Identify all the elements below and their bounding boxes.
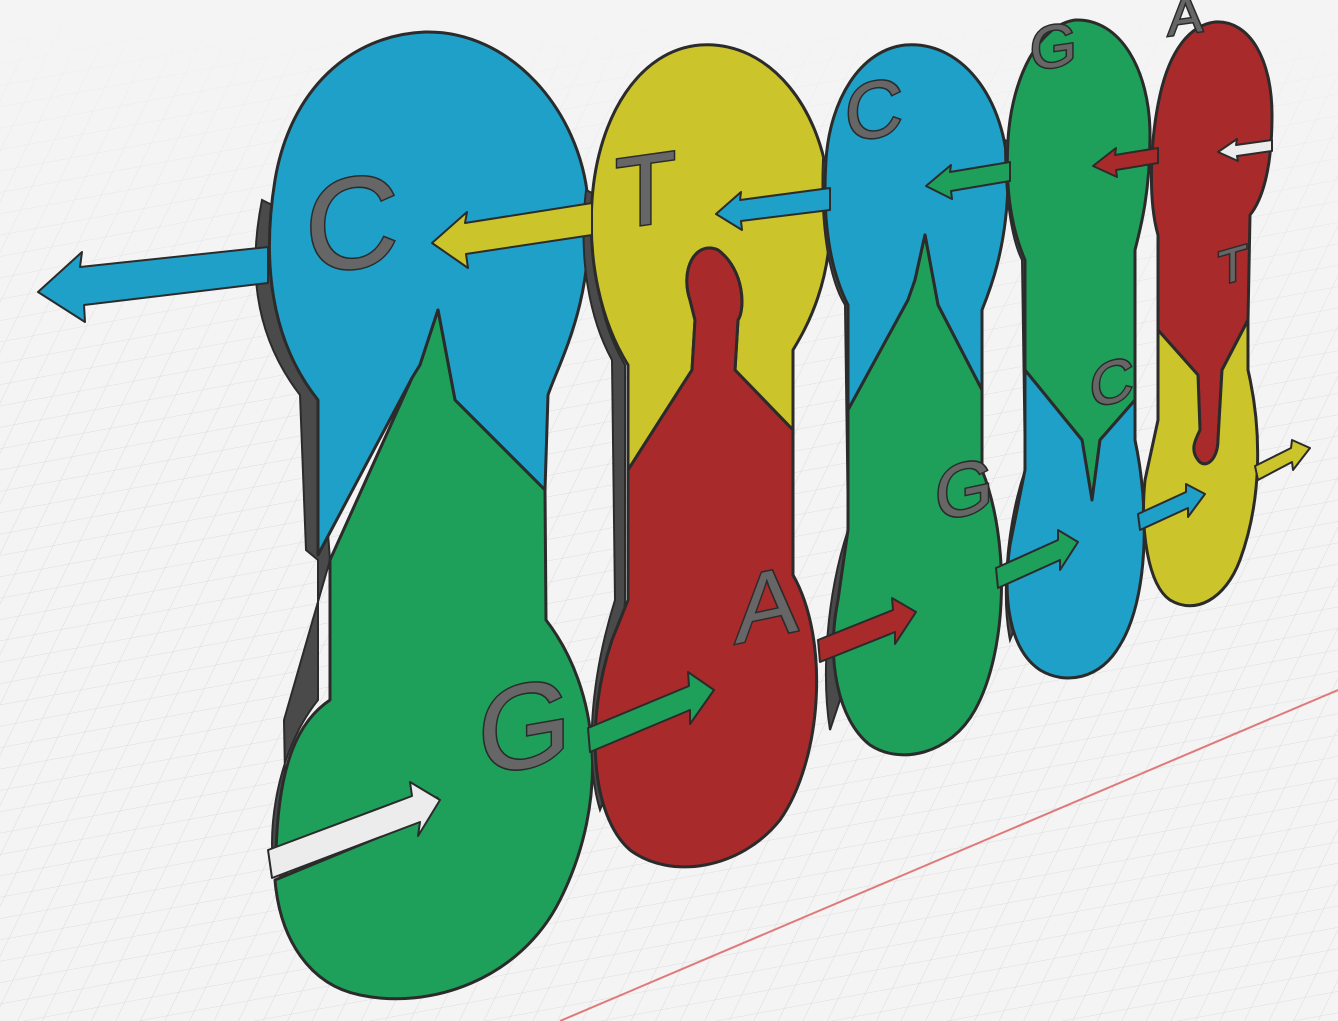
top-arrow-t-to-c bbox=[431, 202, 593, 269]
pair-5-bottom-piece bbox=[1142, 318, 1260, 608]
bottom-arrow-g-to-c bbox=[995, 529, 1079, 589]
pair-3-bottom-letter: G bbox=[935, 442, 993, 538]
pair-2-bottom-letter: A bbox=[735, 545, 798, 664]
base-pair-4: G C bbox=[1003, 7, 1152, 680]
bottom-arrow-c-to-t bbox=[1137, 483, 1206, 531]
pair-5-top-letter: A bbox=[1168, 0, 1203, 48]
top-strand-arrows bbox=[37, 138, 1273, 323]
base-pair-1: C G bbox=[254, 30, 595, 1001]
pair-4-bottom-letter: C bbox=[1090, 343, 1133, 421]
pair-4-bottom-piece bbox=[1005, 368, 1146, 680]
top-arrow-exit bbox=[37, 246, 269, 323]
base-pair-5: A T bbox=[1142, 0, 1274, 608]
top-arrow-a-to-g bbox=[1092, 147, 1159, 178]
top-arrow-g-to-c bbox=[925, 161, 1011, 200]
bottom-strand-arrows bbox=[267, 439, 1311, 879]
top-arrow-c-to-t bbox=[715, 187, 831, 231]
bottom-arrow-a-to-g bbox=[817, 597, 917, 663]
pair-5-bottom-letter: T bbox=[1218, 235, 1247, 296]
pair-1-bottom-letter: G bbox=[478, 651, 571, 801]
base-pair-2: T A bbox=[582, 43, 833, 869]
bottom-arrow-entry bbox=[267, 781, 441, 879]
x-axis-line bbox=[559, 689, 1338, 1021]
top-arrow-entry bbox=[1217, 138, 1273, 162]
pair-1-bottom-piece bbox=[273, 308, 595, 1001]
pair-4-top-letter: G bbox=[1030, 9, 1077, 83]
bottom-arrow-exit bbox=[1254, 439, 1311, 481]
pair-1-top-letter: C bbox=[305, 145, 399, 300]
pair-2-top-letter: T bbox=[615, 130, 676, 250]
pair-3-top-letter: C bbox=[845, 61, 903, 159]
bottom-arrow-g-to-a bbox=[587, 671, 715, 753]
